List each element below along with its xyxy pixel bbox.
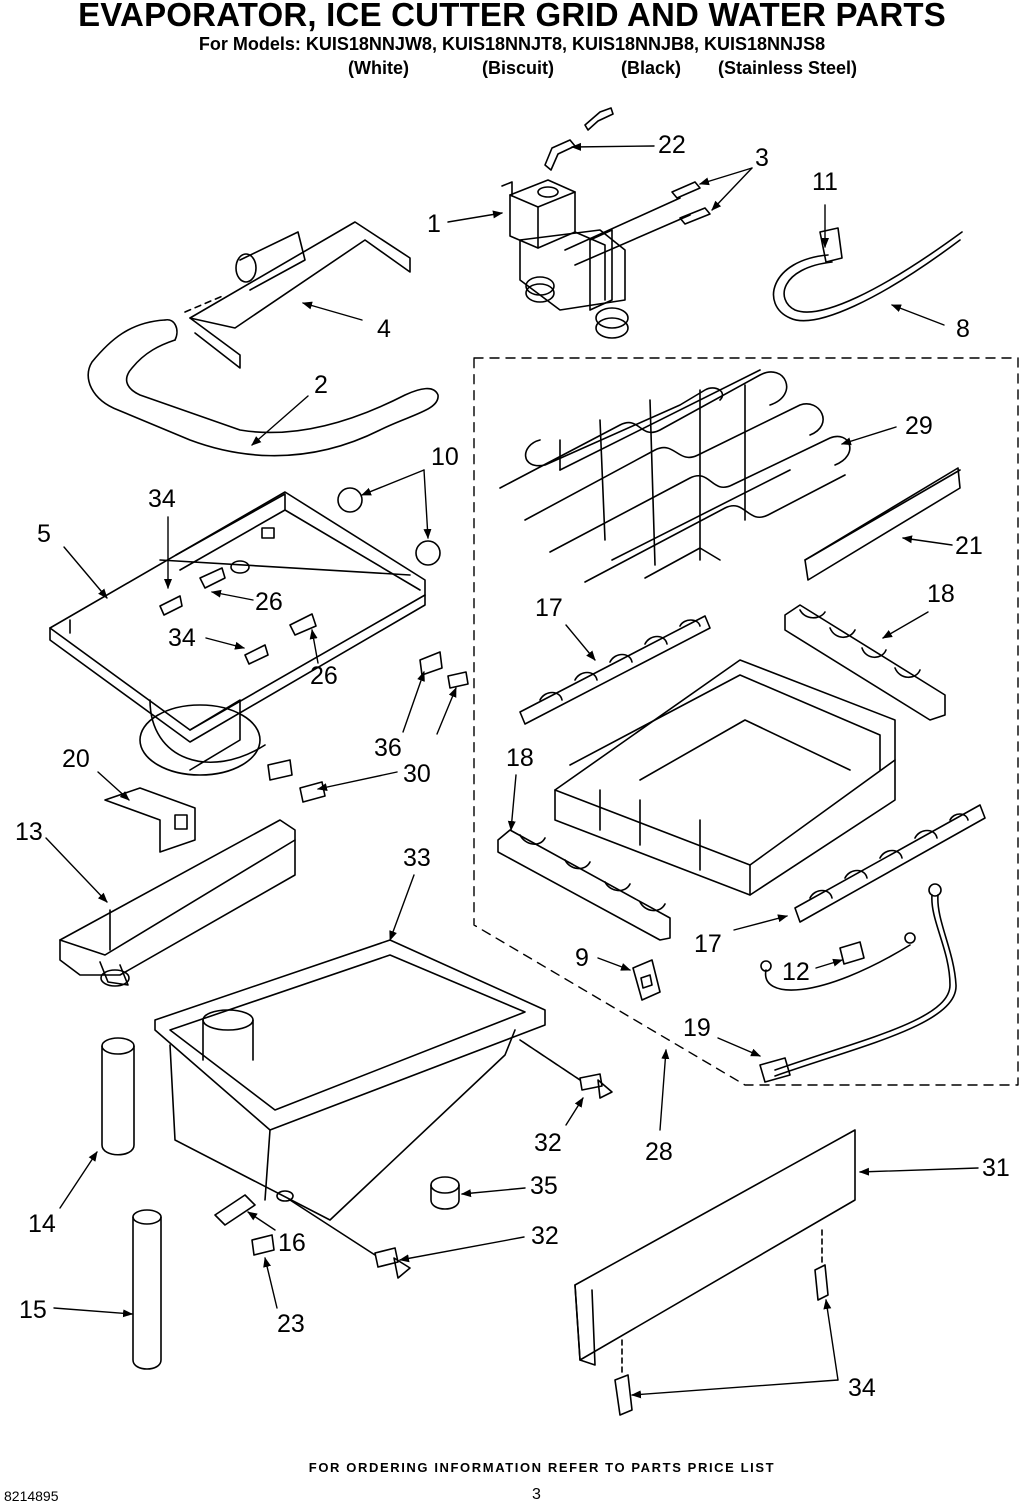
callout-23: 23 [277,1310,305,1338]
part-5-mounting-frame [49,487,441,776]
models-line: For Models: KUIS18NNJW8, KUIS18NNJT8, KU… [198,34,826,54]
variant-white: (White) [348,58,409,78]
callout-20: 20 [62,745,90,773]
page-title: EVAPORATOR, ICE CUTTER GRID AND WATER PA… [78,0,946,33]
callout-28: 28 [645,1138,673,1166]
callout-34: 34 [848,1374,876,1402]
callout-21: 21 [955,532,983,560]
variant-biscuit: (Biscuit) [482,58,554,78]
part-8-water-tube [772,227,963,322]
callout-18: 18 [506,744,534,772]
callout-10: 10 [431,443,459,471]
part-9-clip [632,959,661,1001]
callout-17: 17 [535,594,563,622]
callout-11: 11 [812,168,838,196]
evaporator-tray [554,659,896,896]
callout-32: 32 [531,1222,559,1250]
callout-14: 14 [28,1210,56,1238]
part-26-screws [199,567,317,636]
callout-36: 36 [374,734,402,762]
part-18-rail-left [497,829,671,941]
part-17-rail-top [519,615,711,725]
callout-33: 33 [403,844,431,872]
part-28-evaporator-assembly-outline [473,357,1019,1086]
callout-26: 26 [310,662,338,690]
callout-19: 19 [683,1014,711,1042]
ordering-note: FOR ORDERING INFORMATION REFER TO PARTS … [308,1460,776,1475]
callout-30: 30 [403,760,431,788]
part-32-screws [289,1039,613,1279]
callout-15: 15 [19,1296,47,1324]
callout-leaders [45,142,979,1399]
part-19-wire-harness [759,883,957,1083]
callout-2: 2 [314,371,328,399]
part-1-water-valve [501,179,629,339]
part-22-tube-clip [544,107,614,171]
callout-4: 4 [377,315,391,343]
callout-3: 3 [755,144,769,172]
part-12-ground-screw [760,932,916,972]
part-18-rail-right [784,604,946,721]
part-20-bracket [104,787,196,853]
callout-16: 16 [278,1229,306,1257]
part-17-rail-bottom [794,804,986,923]
part-13-trough [59,819,296,987]
part-31-panel [574,1129,856,1416]
part-35-grommet [430,1176,460,1210]
part-15-tube [132,1209,162,1370]
callout-9: 9 [575,944,589,972]
part-16-23-clip-screw [214,1194,275,1256]
callout-35: 35 [530,1172,558,1200]
callout-32: 32 [534,1129,562,1157]
part-34-screws-frame [159,595,269,665]
part-36-30-bracket-screws [267,651,469,803]
part-33-drain-pan [154,939,546,1221]
callout-34: 34 [148,485,176,513]
part-21-gasket [804,467,961,581]
callout-8: 8 [956,315,970,343]
part-4-shroud [189,221,411,369]
part-3-screws [564,181,711,266]
document-number: 8214895 [4,1488,59,1504]
callout-17: 17 [694,930,722,958]
callout-5: 5 [37,520,51,548]
callout-34: 34 [168,624,196,652]
page-number: 3 [532,1486,541,1503]
callout-12: 12 [782,958,810,986]
callout-22: 22 [658,131,686,159]
callout-31: 31 [982,1154,1010,1182]
callout-1: 1 [427,210,441,238]
callout-26: 26 [255,588,283,616]
part-14-tube [101,1037,135,1156]
callout-18: 18 [927,580,955,608]
part-2-fill-tube [87,294,439,457]
variant-black: (Black) [621,58,682,78]
part-29-cutter-grid [499,369,851,583]
callout-29: 29 [905,412,933,440]
variant-stainless-steel: (Stainless Steel) [718,58,858,78]
callout-13: 13 [15,818,43,846]
